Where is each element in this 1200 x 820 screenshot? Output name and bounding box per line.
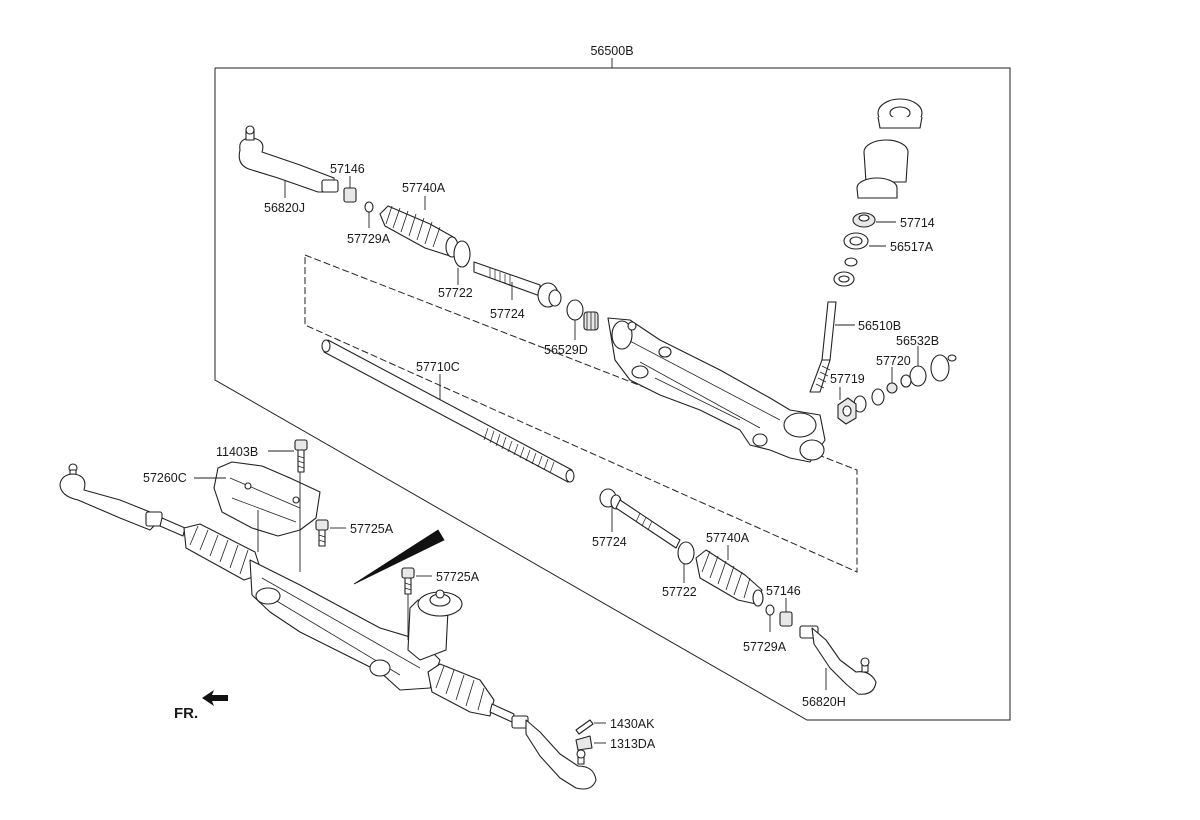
boot-clip-small-bottom[interactable] xyxy=(765,604,775,616)
inner-tie-rod-bottom[interactable] xyxy=(599,488,681,549)
washer-pinion[interactable] xyxy=(833,271,855,287)
callout-57725A-1[interactable]: 57725A xyxy=(350,522,394,536)
cotter-pin[interactable] xyxy=(575,719,594,735)
callout-57729A-top[interactable]: 57729A xyxy=(347,232,391,246)
callout-56517A[interactable]: 56517A xyxy=(890,240,934,254)
callout-57260C[interactable]: 57260C xyxy=(143,471,187,485)
castle-nut[interactable] xyxy=(575,735,593,751)
callout-57146-top[interactable]: 57146 xyxy=(330,162,365,176)
boot-clip-small-top[interactable] xyxy=(364,201,374,213)
callout-57714[interactable]: 57714 xyxy=(900,216,935,230)
ring-and-bush[interactable] xyxy=(566,299,599,331)
callout-57710C[interactable]: 57710C xyxy=(416,360,460,374)
gear-housing-assembled[interactable] xyxy=(249,559,463,691)
callout-56820H[interactable]: 56820H xyxy=(802,695,846,709)
callout-57722-bottom[interactable]: 57722 xyxy=(662,585,697,599)
callout-57720[interactable]: 57720 xyxy=(876,354,911,368)
o-ring-yoke[interactable] xyxy=(871,388,885,406)
bellows-boot-bottom[interactable] xyxy=(695,549,764,607)
pinion-shaft[interactable] xyxy=(809,301,837,393)
boot-band-top[interactable] xyxy=(453,240,471,268)
tie-rod-end-left-top[interactable] xyxy=(238,125,339,193)
front-direction-arrow-icon xyxy=(202,690,228,706)
callout-57724-bottom[interactable]: 57724 xyxy=(592,535,627,549)
yoke-spring[interactable] xyxy=(886,382,898,394)
callout-56510B[interactable]: 56510B xyxy=(858,319,901,333)
tie-rod-end-right-assembled[interactable] xyxy=(489,703,597,790)
heat-shield[interactable] xyxy=(213,461,321,537)
inner-tie-rod-top[interactable] xyxy=(473,261,562,308)
callout-57740A-top[interactable]: 57740A xyxy=(402,181,446,195)
gear-housing-detail[interactable] xyxy=(607,317,826,463)
lock-nut-bottom[interactable] xyxy=(779,611,793,627)
view-direction-wedge xyxy=(353,529,445,585)
callout-56820J[interactable]: 56820J xyxy=(264,201,305,215)
pinion-cover-stack[interactable] xyxy=(856,98,923,199)
tie-rod-end-left-assembled[interactable] xyxy=(59,463,186,537)
bolt-11403B[interactable] xyxy=(294,439,308,473)
bolt-57725A-2[interactable] xyxy=(401,567,415,595)
rack-bar[interactable] xyxy=(321,339,575,483)
callout-57729A-bottom[interactable]: 57729A xyxy=(743,640,787,654)
front-direction-label: FR. xyxy=(174,705,198,722)
callout-1430AK[interactable]: 1430AK xyxy=(610,717,655,731)
assembly-label[interactable]: 56500B xyxy=(590,44,633,58)
callout-57740A-bottom[interactable]: 57740A xyxy=(706,531,750,545)
seal-ring-pinion[interactable] xyxy=(844,257,858,267)
yoke-plug[interactable] xyxy=(900,354,957,388)
bearing-pinion[interactable] xyxy=(843,232,869,250)
bolt-57725A-1[interactable] xyxy=(315,519,329,547)
assembly-frame xyxy=(214,58,1011,721)
callout-11403B[interactable]: 11403B xyxy=(216,445,258,459)
callout-57722-top[interactable]: 57722 xyxy=(438,286,473,300)
tie-rod-end-right-top[interactable] xyxy=(799,625,877,695)
lock-nut-top[interactable] xyxy=(343,187,357,203)
bellows-right-assembled[interactable] xyxy=(427,663,495,717)
callout-57719[interactable]: 57719 xyxy=(830,372,865,386)
callout-1313DA[interactable]: 1313DA xyxy=(610,737,656,751)
bellows-boot-top[interactable] xyxy=(379,205,459,258)
callout-57146-bottom[interactable]: 57146 xyxy=(766,584,801,598)
lock-nut-pinion[interactable] xyxy=(852,212,876,228)
boot-band-bottom[interactable] xyxy=(677,541,695,565)
callout-56529D[interactable]: 56529D xyxy=(544,343,588,357)
callout-56532B[interactable]: 56532B xyxy=(896,334,939,348)
callout-57724-top[interactable]: 57724 xyxy=(490,307,525,321)
rack-support-yoke[interactable] xyxy=(837,397,857,425)
callout-57725A-2[interactable]: 57725A xyxy=(436,570,480,584)
